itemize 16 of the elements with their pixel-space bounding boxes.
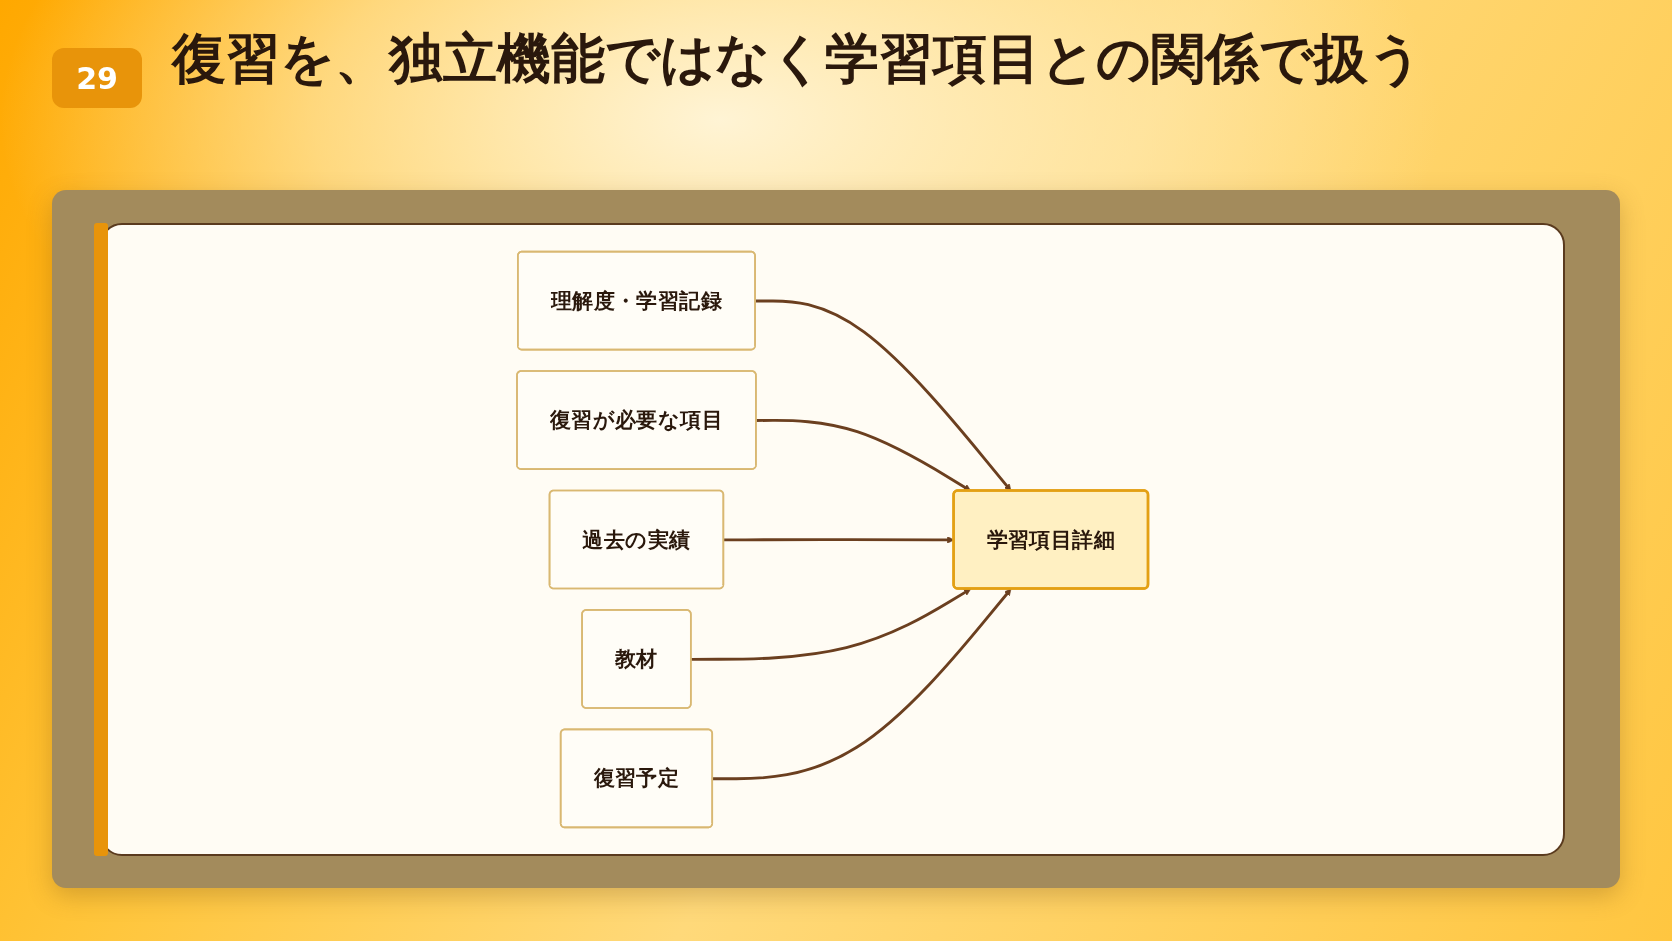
process-box <box>548 489 725 590</box>
slide-title: 復習を、独立機能ではなく学習項目との関係で扱う <box>172 26 1423 92</box>
node-label: 過去の実績 <box>582 525 691 554</box>
process-box <box>516 370 757 470</box>
node-label: 学習項目詳細 <box>986 525 1116 554</box>
node-label: 復習予定 <box>593 764 680 793</box>
process-box <box>517 250 756 351</box>
arrow <box>691 588 972 661</box>
slide-number-badge: 29 <box>52 48 142 108</box>
node-label: 復習が必要な項目 <box>549 406 723 434</box>
node-label: 理解度・学習記録 <box>550 286 723 315</box>
process-box <box>559 728 714 829</box>
node-label: 教材 <box>615 645 658 673</box>
arrow <box>712 588 1012 781</box>
process-box <box>581 609 692 709</box>
focus-box <box>952 489 1150 590</box>
